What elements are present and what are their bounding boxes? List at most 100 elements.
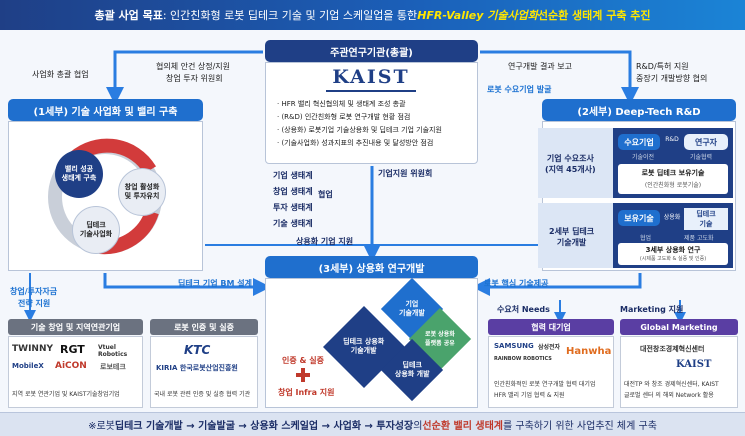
logo-rgt: RGT bbox=[60, 343, 85, 356]
s2-row2-label: 2세부 딥테크 기술개발 bbox=[549, 227, 595, 247]
flow-label-demand: 로봇 수요기업 발굴 bbox=[487, 85, 552, 94]
b1-box bbox=[8, 336, 143, 408]
flow-label-investment: 창업 투자 위원회 bbox=[166, 74, 223, 83]
support-label: 상용화 기업 지원 bbox=[296, 237, 354, 246]
logo-kaist-small: KAIST bbox=[676, 359, 712, 370]
b4-caption-2: 글로벌 센터 의 해외 Network 활용 bbox=[624, 392, 714, 399]
footer-suffix: 를 구축하기 위한 사업추진 체계 구축 bbox=[503, 421, 657, 432]
s1-circle-valley: 밸리 성공 생태계 구축 bbox=[55, 150, 103, 198]
coop-label: 협업 bbox=[318, 190, 333, 199]
s3-diamond-right-label: 로봇 상용화 플랫폼 공유 bbox=[425, 330, 455, 347]
b4-header: Global Marketing bbox=[620, 319, 738, 335]
b3-caption-1: 인간친화적인 로봇 연구개발 협력 대기업 bbox=[494, 381, 596, 388]
footer-chain: 딥테크 기술개발 → 기술발굴 → 상용화 스케일업 → 사업화 → 투자성장 bbox=[114, 421, 414, 432]
b3-box bbox=[488, 336, 614, 408]
s2-row2-bg bbox=[538, 203, 613, 268]
logo-twinny: TWINNY bbox=[12, 344, 53, 354]
goal-highlight: HFR-Valley 기술사업화 bbox=[417, 9, 538, 22]
ecosystem-item: 기업 생태계 bbox=[273, 171, 313, 180]
s2-owned-tech-tag: 보유기술 bbox=[618, 210, 660, 226]
goal-lead: 총괄 사업 목표 bbox=[94, 9, 163, 22]
goal-tail: 선순환 생태계 구축 추진 bbox=[537, 9, 651, 22]
logo-mobilex: MobileX bbox=[12, 362, 44, 370]
b2-box bbox=[150, 336, 258, 408]
goal-text: : 인간친화형 로봇 딥테크 기술 및 기업 스케일업을 통한 bbox=[162, 9, 418, 22]
footer-highlight: 선순환 밸리 생태계 bbox=[422, 421, 503, 432]
ecosystem-list: 기업 생태계 창업 생태계 투자 생태계 기술 생태계 bbox=[273, 168, 313, 232]
s2-coop: 협업 bbox=[640, 235, 652, 242]
s2-owned-tech-sub: (인간친화형 로봇기술) bbox=[644, 182, 702, 189]
ecosystem-item: 기술 생태계 bbox=[273, 219, 313, 228]
b3-header: 협력 대기업 bbox=[488, 319, 614, 335]
b4-box bbox=[620, 336, 738, 408]
logo-hanwha: Hanwha bbox=[566, 346, 612, 357]
kaist-duty-list: · HFR 밸리 혁신협의체 및 생태계 조성 총괄 · (R&D) 인간친화형… bbox=[277, 98, 475, 150]
s2-s3-research: 3세부 상용화 연구 bbox=[645, 246, 701, 254]
goal-banner: 총괄 사업 목표 : 인간친화형 로봇 딥테크 기술 및 기업 스케일업을 통한… bbox=[0, 0, 745, 30]
ecosystem-item: 투자 생태계 bbox=[273, 203, 313, 212]
s2-rnd-tag: R&D bbox=[665, 136, 679, 143]
s2-owned-tech: 로봇 딥테크 보유기술 bbox=[641, 169, 705, 177]
flow-label-patent: R&D/특허 지원 bbox=[636, 62, 689, 71]
logo-ktc: KTC bbox=[184, 343, 211, 357]
kaist-box bbox=[265, 62, 478, 164]
footer-banner: ※로봇 딥테크 기술개발 → 기술발굴 → 상용화 스케일업 → 사업화 → 투… bbox=[0, 412, 745, 436]
s3-diamond-bottom-label: 딥테크 상용화 개발 bbox=[394, 360, 430, 378]
b2-header: 로봇 인증 및 실증 bbox=[150, 319, 258, 335]
b1-header: 기술 창업 및 지역연관기업 bbox=[8, 319, 143, 335]
s2-cooperation: 기술협력 bbox=[690, 154, 713, 161]
fund-label-1: 창업/투자자금 bbox=[10, 287, 58, 296]
bm-design-label: 딥테크 기업 BM 설계 bbox=[178, 279, 252, 288]
s2-row1-bg bbox=[538, 128, 613, 198]
s2-researcher: 연구자 bbox=[684, 134, 728, 150]
s2-commercial-tag: 상용화 bbox=[663, 214, 681, 221]
fund-label-2: 전략 지원 bbox=[18, 299, 51, 308]
ecosystem-item: 창업 생태계 bbox=[273, 187, 313, 196]
b4-caption-1: 대전TP 와 창조 경제혁신센터, KAIST bbox=[624, 381, 719, 388]
logo-samsung-kr: 삼성전자 bbox=[538, 344, 561, 351]
logo-robotech: 로보테크 bbox=[100, 363, 126, 371]
flow-label-council: 협의체 안건 상정/지원 bbox=[156, 62, 231, 71]
logo-vtuel: Vtuel Robotics bbox=[98, 344, 128, 358]
s3-diamond-top-label: 기업 기술개발 bbox=[399, 299, 425, 317]
logo-rainbow: RAINBOW ROBOTICS bbox=[494, 356, 552, 362]
kaist-header: 주관연구기관(총괄) bbox=[265, 40, 478, 62]
logo-samsung: SAMSUNG bbox=[494, 342, 534, 350]
s3-cert-label: 인증 & 실증 bbox=[282, 356, 324, 365]
plus-icon bbox=[296, 368, 310, 382]
s1-circle-deeptech: 딥테크 기술사업화 bbox=[72, 206, 120, 254]
s2-s3-research-sub: (시제품 고도화 & 실증 및 인증) bbox=[639, 256, 707, 262]
flow-label-total-coop: 사업화 총괄 협업 bbox=[32, 70, 89, 79]
logo-aicon: AiCON bbox=[55, 361, 87, 371]
logo-kiria: KIRIA 한국로봇산업진흥원 bbox=[156, 364, 238, 372]
flow-label-longterm: 중장기 개발방향 협의 bbox=[636, 74, 708, 83]
s2-transfer: 기술이전 bbox=[632, 154, 655, 161]
s1-circle-startup: 창업 활성화 및 투자유치 bbox=[118, 168, 166, 216]
flow-label-rnd-report: 연구개발 결과 보고 bbox=[508, 62, 572, 71]
kaist-duty-item: · (상용화) 로봇기업 기술상용화 및 딥테크 기업 기술지원 bbox=[277, 126, 442, 134]
s2-s3-research-box: 3세부 상용화 연구 (시제품 고도화 & 실증 및 인증) bbox=[618, 243, 728, 265]
kaist-logo: KAIST bbox=[332, 66, 410, 88]
kaist-duty-item: · (R&D) 인간친화형 로봇 연구개발 현황 점검 bbox=[277, 113, 411, 121]
b3-caption-2: HFR 밸리 기업 협력 & 지원 bbox=[494, 392, 565, 399]
s3-diamond-center-label: 딥테크 상용화 기술개발 bbox=[343, 337, 385, 355]
s2-upgrade: 제품 고도화 bbox=[684, 235, 714, 242]
footer-prefix: ※로봇 bbox=[88, 421, 115, 432]
s2-owned-tech-box: 로봇 딥테크 보유기술 (인간친화형 로봇기술) bbox=[618, 164, 728, 194]
s2-deeptech-tag: 딥테크 기술 bbox=[684, 208, 728, 230]
core-tech-label: 로봇 핵심 기술제공 bbox=[484, 279, 549, 288]
kaist-duty-item: · HFR 밸리 혁신협의체 및 생태계 조성 총괄 bbox=[277, 100, 406, 108]
committee-label: 기업지원 위원회 bbox=[378, 169, 433, 178]
s3-header: (3세부) 상용화 연구개발 bbox=[265, 256, 478, 278]
s1-header: (1세부) 기술 사업화 및 밸리 구축 bbox=[8, 99, 203, 121]
b1-caption: 지역 로봇 연관기업 및 KAIST기술창업기업 bbox=[12, 391, 120, 398]
marketing-label: Marketing 지원 bbox=[620, 305, 684, 314]
b2-caption: 국내 로봇 관련 인증 및 실증 협력 기관 bbox=[154, 391, 251, 398]
kaist-logo-underline bbox=[326, 90, 416, 92]
s2-header: (2세부) Deep-Tech R&D bbox=[542, 99, 736, 121]
s2-row1-label: 기업 수요조사 (지역 45개사) bbox=[545, 154, 596, 174]
kaist-duty-item: · (기술사업화) 성과지표의 추진내용 및 달성방안 점검 bbox=[277, 139, 434, 147]
s2-demand-corp: 수요기업 bbox=[618, 134, 660, 150]
logo-ccei: 대전창조경제혁신센터 bbox=[640, 345, 705, 353]
